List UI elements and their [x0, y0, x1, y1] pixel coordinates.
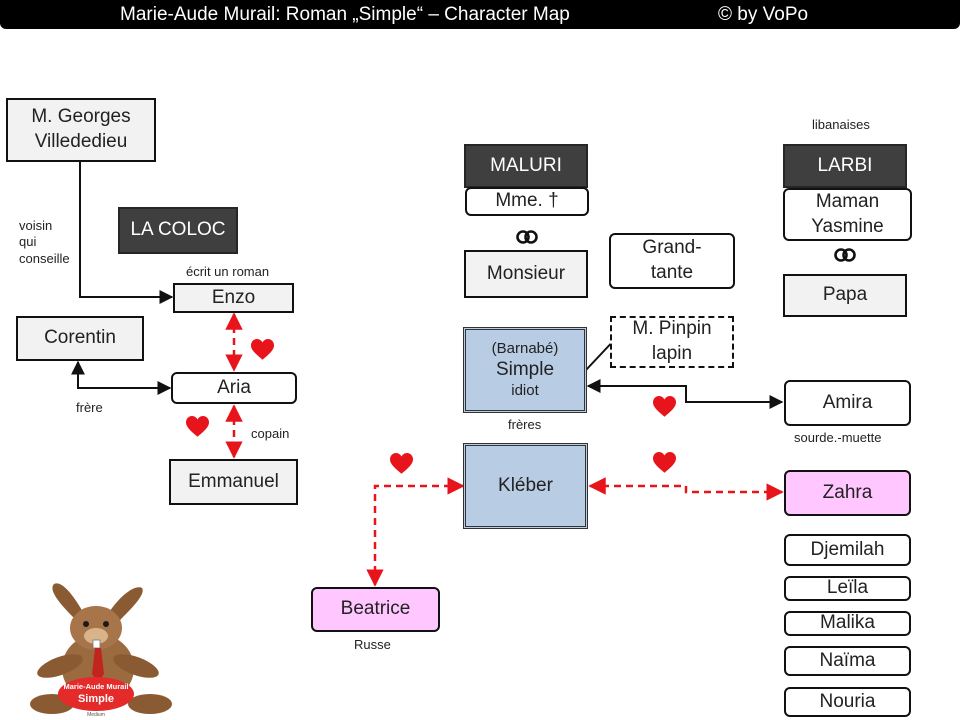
logo-author: Marie-Aude Murail	[63, 682, 128, 691]
logo-title: Simple	[78, 693, 114, 705]
note-ecrit-un-roman: écrit un roman	[186, 264, 270, 279]
character-georges-villededieu[interactable]: M. Georges Villededieu	[6, 98, 156, 162]
map-title: Marie-Aude Murail: Roman „Simple“ – Char…	[120, 4, 570, 25]
heart-icon	[390, 453, 413, 474]
note-sourde-muette: sourde.-muette	[794, 430, 882, 445]
wedding-rings-icon	[516, 230, 538, 244]
note-freres: frères	[508, 417, 542, 432]
character-emmanuel[interactable]: Emmanuel	[169, 459, 298, 505]
simple-amira-link	[586, 379, 784, 409]
character-amira[interactable]: Amira	[784, 380, 911, 426]
heart-icon	[653, 452, 676, 473]
copyright: © by VoPo	[718, 4, 809, 25]
note-copain: copain	[251, 426, 290, 441]
wedding-rings-icon	[834, 248, 856, 262]
group-la-coloc: LA COLOC	[118, 207, 238, 254]
character-nouria[interactable]: Nouria	[784, 687, 911, 717]
heart-icon	[251, 339, 274, 360]
character-kleber[interactable]: Kléber	[463, 443, 588, 529]
georges-enzo-link	[79, 162, 174, 304]
character-corentin[interactable]: Corentin	[16, 316, 144, 361]
bunny-logo: Marie-Aude Murail Simple Medium	[30, 583, 172, 718]
kleber-zahra-love-link	[588, 477, 784, 501]
character-mme-maluri[interactable]: Mme. †	[465, 187, 589, 216]
group-larbi: LARBI	[783, 144, 907, 188]
title-bar: Marie-Aude Murail: Roman „Simple“ – Char…	[0, 0, 960, 29]
group-maluri: MALURI	[464, 144, 588, 188]
logo-publisher: Medium	[87, 712, 105, 718]
note-russe: Russe	[354, 637, 391, 652]
character-simple[interactable]: (Barnabé) Simple idiot	[463, 327, 587, 413]
character-naima[interactable]: Naïma	[784, 646, 911, 676]
character-maman-yasmine[interactable]: Maman Yasmine	[783, 188, 912, 241]
heart-icon	[653, 396, 676, 417]
character-monsieur-maluri[interactable]: Monsieur	[464, 250, 588, 298]
character-aria[interactable]: Aria	[171, 372, 297, 404]
character-zahra[interactable]: Zahra	[784, 470, 911, 516]
character-leila[interactable]: Leïla	[784, 576, 911, 601]
note-frere: frère	[76, 400, 103, 415]
note-voisin: voisin qui conseille	[19, 218, 70, 266]
character-beatrice[interactable]: Beatrice	[311, 587, 440, 632]
character-djemilah[interactable]: Djemilah	[784, 534, 911, 566]
note-libanaises: libanaises	[812, 117, 870, 132]
heart-icon	[186, 416, 209, 437]
character-papa[interactable]: Papa	[783, 274, 907, 317]
character-grand-tante[interactable]: Grand- tante	[609, 233, 735, 289]
character-m-pinpin[interactable]: M. Pinpin lapin	[610, 316, 734, 368]
character-malika[interactable]: Malika	[784, 611, 911, 636]
corentin-aria-link	[71, 360, 172, 395]
character-enzo[interactable]: Enzo	[173, 283, 294, 313]
kleber-beatrice-love-link	[366, 477, 465, 587]
